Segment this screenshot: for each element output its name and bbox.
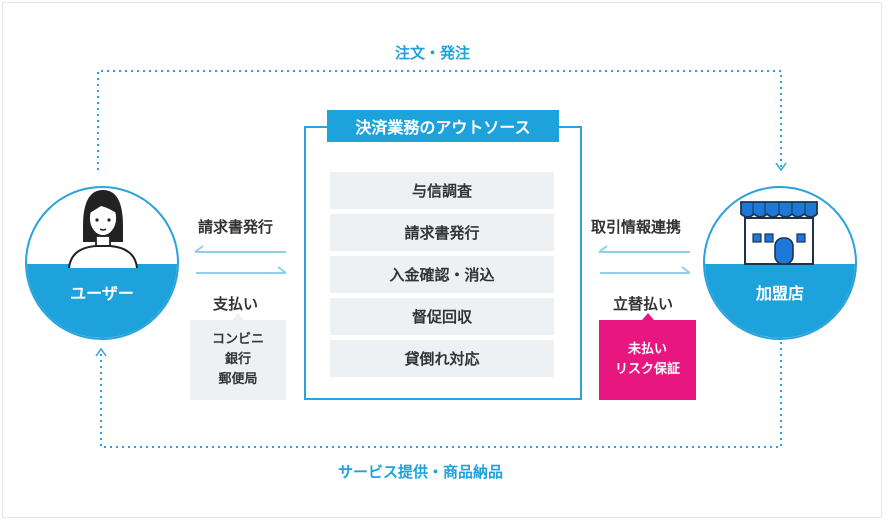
outsourcing-title: 決済業務のアウトソース bbox=[327, 110, 559, 142]
risk-line: 未払い bbox=[627, 342, 667, 357]
payment-method: コンビニ bbox=[211, 332, 264, 347]
user-node: ユーザー bbox=[25, 186, 179, 340]
user-label: ユーザー bbox=[70, 284, 134, 303]
data-link-label: 取引情報連携 bbox=[591, 218, 682, 236]
payment-method: 郵便局 bbox=[218, 372, 258, 387]
advance-arrow bbox=[600, 266, 691, 274]
delivery-flow-line bbox=[100, 342, 782, 448]
order-flow-label: 注文・発注 bbox=[395, 44, 471, 62]
user-node-fill bbox=[27, 264, 177, 338]
payment-method: 銀行 bbox=[224, 352, 251, 367]
store-icon bbox=[740, 201, 818, 265]
delivery-flow-arrowhead bbox=[95, 347, 107, 357]
user-icon bbox=[68, 190, 138, 269]
risk-guarantee-box: 未払い リスク保証 bbox=[599, 320, 696, 400]
invoice-label: 請求書発行 bbox=[198, 218, 274, 236]
payment-box-pointer bbox=[232, 313, 244, 320]
order-flow-arrowhead bbox=[775, 162, 787, 172]
service-item: 請求書発行 bbox=[330, 214, 554, 251]
payment-label: 支払い bbox=[213, 295, 259, 313]
merchant-node-fill bbox=[705, 264, 855, 338]
payment-arrow bbox=[196, 266, 287, 274]
advance-payment-label: 立替払い bbox=[613, 295, 674, 313]
merchant-label: 加盟店 bbox=[755, 284, 804, 303]
merchant-node: 加盟店 bbox=[703, 186, 857, 340]
risk-line: リスク保証 bbox=[614, 362, 680, 377]
service-item: 督促回収 bbox=[330, 298, 554, 335]
data-link-arrow bbox=[598, 245, 690, 253]
service-item: 貸倒れ対応 bbox=[330, 340, 554, 377]
invoice-arrow bbox=[194, 245, 286, 253]
payment-methods-box: コンビニ 銀行 郵便局 bbox=[190, 320, 286, 400]
service-item: 入金確認・消込 bbox=[330, 256, 554, 293]
risk-box-pointer bbox=[642, 313, 654, 320]
delivery-flow-label: サービス提供・商品納品 bbox=[338, 463, 504, 481]
service-item: 与信調査 bbox=[330, 172, 554, 209]
order-flow-line bbox=[97, 70, 782, 170]
